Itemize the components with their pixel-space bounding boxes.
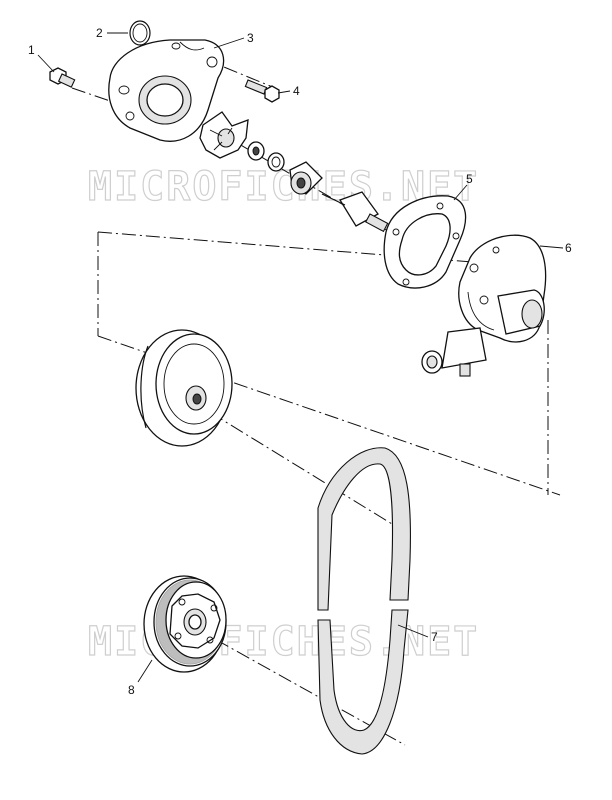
v-belt-part-7: [317, 447, 411, 755]
bolt-part-4: [244, 79, 280, 103]
gasket-part-5: [383, 195, 467, 289]
pump-pulley: [135, 329, 233, 447]
o-ring-part-2: [129, 20, 151, 46]
impeller: [199, 111, 249, 159]
bolt-part-1: [49, 67, 76, 88]
callout-1: 1: [28, 43, 35, 57]
seal-washers: [247, 141, 285, 172]
callout-7: 7: [431, 630, 438, 644]
callout-leaders: [37, 32, 564, 683]
callout-5: 5: [466, 172, 473, 186]
callout-2: 2: [96, 26, 103, 40]
pump-shaft: [321, 191, 389, 233]
callout-3: 3: [247, 31, 254, 45]
callout-4: 4: [293, 84, 300, 98]
pump-body-part-6: [421, 234, 547, 377]
bearing: [289, 161, 323, 195]
crank-pulley-part-8: [143, 575, 227, 673]
pump-cover-part-3: [108, 39, 225, 142]
callout-labels: 1 2 3 4 5 6 7 8: [28, 26, 572, 697]
callout-8: 8: [128, 683, 135, 697]
callout-6: 6: [565, 241, 572, 255]
